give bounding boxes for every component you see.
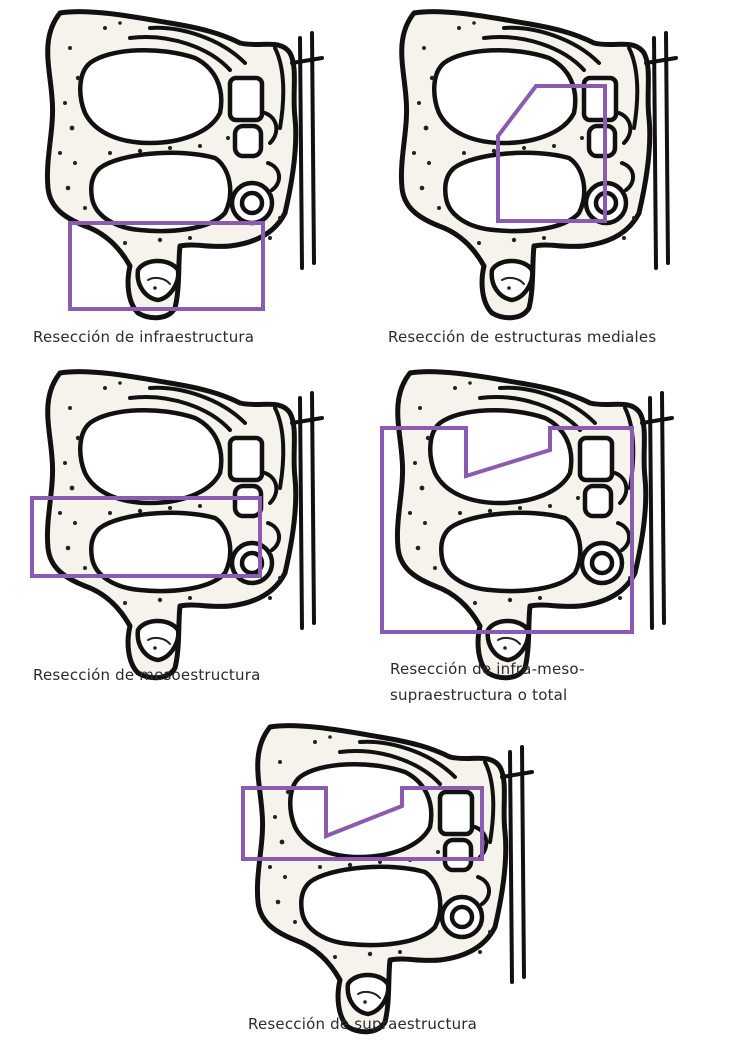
caption-infra-meso-supra-line1: Resección de infra-meso- [390,658,585,680]
panel-infraestructura [30,8,330,318]
panel-supraestructura [240,722,540,1022]
skull-section-diagram [380,368,680,648]
panel-estructuras-mediales [384,8,684,318]
skull-section-diagram [240,722,540,1022]
caption-estructuras-mediales: Resección de estructuras mediales [388,326,656,348]
skull-section-diagram [30,8,330,318]
skull-section-diagram [30,368,330,668]
panel-mesoestructura [30,368,330,668]
caption-supraestructura: Resección de supraestructura [248,1013,477,1035]
skull-section-diagram [384,8,684,318]
caption-infra-meso-supra-line2: supraestructura o total [390,684,567,706]
panel-infra-meso-supraestructura [380,368,680,648]
caption-infraestructura: Resección de infraestructura [33,326,254,348]
caption-mesoestructura: Resección de mesoestructura [33,664,260,686]
